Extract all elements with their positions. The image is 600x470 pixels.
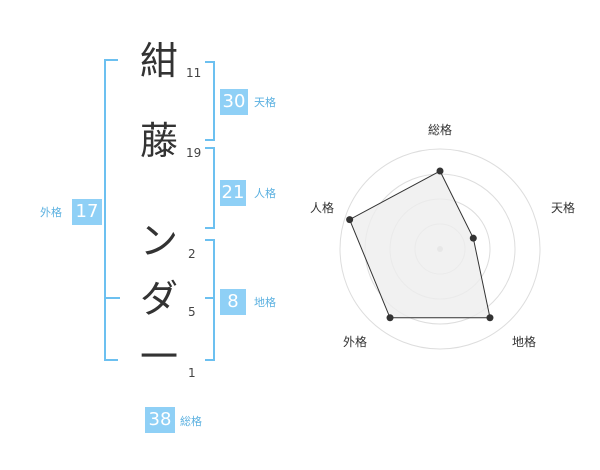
radar-label-jinkaku: 人格 [310,201,335,215]
tenkaku-score: 30 [220,89,248,115]
stroke-count-1: 11 [186,66,202,80]
name-char-2: 藤 [140,119,179,163]
radar-label-tenkaku: 天格 [551,201,576,215]
radar-label-soukaku: 総格 [428,123,453,137]
radar-label-chikaku: 地格 [512,335,537,349]
name-char-4: ダ [140,277,179,321]
jinkaku-score: 21 [220,180,246,206]
name-char-1: 紺 [140,39,179,83]
radar-label-gaikaku: 外格 [343,335,368,349]
radar-grid-ring [339,148,541,350]
radar-point-2 [469,234,477,242]
stroke-count-2: 19 [186,146,202,160]
radar-point-1 [436,167,444,175]
radar-point-4 [386,314,394,322]
stroke-count-3: 2 [188,247,196,261]
name-char-3: ン [140,219,179,263]
radar-point-5 [346,216,354,224]
tenkaku-label: 天格 [254,96,276,109]
name-char-5: 一 [140,335,179,379]
soukaku-label: 総格 [180,415,202,428]
stroke-count-5: 1 [188,366,196,380]
radar-point-3 [486,314,494,322]
chikaku-label: 地格 [254,296,276,309]
gaikaku-label: 外格 [40,206,62,219]
soukaku-score: 38 [145,407,175,433]
jinkaku-label: 人格 [254,187,276,200]
chikaku-score: 8 [220,289,246,315]
stroke-count-4: 5 [188,305,196,319]
radar-polygon [348,170,491,319]
gaikaku-score: 17 [72,199,102,225]
